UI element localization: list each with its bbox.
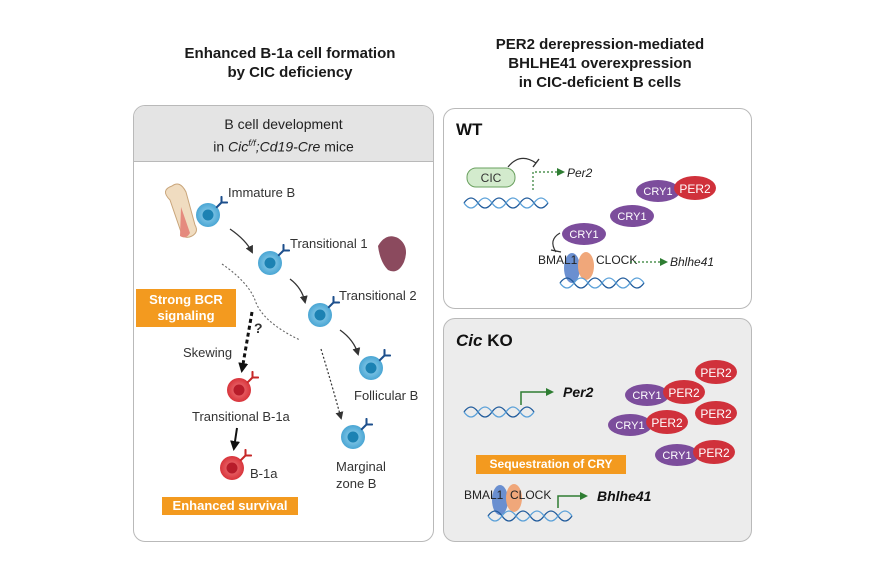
wt-cry1-bound: CRY1: [562, 223, 606, 245]
sequestration-badge: Sequestration of CRY: [476, 455, 626, 474]
arrow-t2-to-marginal: [320, 348, 344, 420]
cell-b1a: [220, 449, 252, 480]
ko-per2-label-c: PER2: [651, 416, 683, 430]
wt-clock-label: CLOCK: [596, 253, 637, 267]
cell-immature-b: [196, 196, 228, 227]
header-prefix: in: [213, 138, 228, 155]
left-title-line1: Enhanced B-1a cell formation: [184, 45, 396, 62]
wt-clock-shape: [578, 252, 594, 280]
wt-per2-gene: Per2: [567, 166, 593, 180]
wt-cry1-label-b: CRY1: [617, 211, 646, 223]
right-title: PER2 derepression-mediated BHLHE41 overe…: [450, 35, 750, 92]
cell-transitional-2: [308, 296, 340, 327]
label-marginal-line2: zone B: [336, 476, 377, 491]
ko-per2-gene: Per2: [563, 384, 594, 400]
arrow-t2-to-follicular: [339, 329, 361, 356]
ko-cry1-label-c: CRY1: [662, 450, 691, 462]
wt-per2-label: PER2: [679, 182, 711, 196]
ko-title-suffix: KO: [482, 331, 513, 350]
per2-dashed-arrow: [532, 168, 565, 190]
spleen-icon: [378, 236, 406, 272]
label-marginal-zone-b: Marginal zone B: [336, 458, 386, 492]
label-question: ?: [254, 320, 263, 336]
bone-icon: [165, 183, 197, 238]
ko-title: Cic KO: [456, 331, 513, 351]
repression-bar: [532, 158, 540, 168]
skewing-boundary: [221, 263, 301, 341]
ko-per2-label-d: PER2: [700, 407, 732, 421]
label-transitional-1: Transitional 1: [290, 236, 368, 251]
right-title-line2: BHLHE41 overexpression: [508, 55, 692, 72]
ko-title-gene: Cic: [456, 331, 483, 350]
label-marginal-line1: Marginal: [336, 459, 386, 474]
panel-header-line2: in Cicf/f;Cd19-Cre mice: [134, 134, 433, 157]
cry1-repression: [552, 232, 561, 253]
wt-bhlhe41-gene: Bhlhe41: [670, 255, 714, 269]
ko-cry1-label-b: CRY1: [615, 420, 644, 432]
ko-cry-per2-complex-2: CRY1 PER2: [608, 410, 688, 436]
label-skewing: Skewing: [183, 345, 233, 360]
enhanced-survival-badge: Enhanced survival: [162, 497, 298, 515]
cic-protein: [466, 167, 516, 188]
ko-dna-1: [463, 406, 535, 418]
strong-bcr-signaling-badge: Strong BCR signaling: [136, 289, 236, 327]
ko-per2-arrow: [520, 388, 554, 405]
wt-cry1-free: CRY1: [610, 205, 654, 227]
left-title: Enhanced B-1a cell formation by CIC defi…: [150, 44, 430, 82]
left-title-line2: by CIC deficiency: [227, 64, 353, 81]
label-transitional-2: Transitional 2: [339, 288, 417, 303]
header-sup: f/f: [248, 138, 256, 148]
arrow-skewing: [238, 311, 254, 373]
arrow-t1-to-t2: [289, 278, 308, 304]
label-follicular-b: Follicular B: [354, 388, 419, 403]
cell-transitional-b1a: [227, 371, 259, 402]
right-title-line1: PER2 derepression-mediated: [495, 36, 705, 53]
cry1-repression-bar: [550, 249, 562, 253]
ko-cry-per2-complex-1: CRY1 PER2: [625, 380, 705, 406]
ko-cry1-label-a: CRY1: [632, 390, 661, 402]
wt-dna-1: [463, 197, 549, 209]
header-gene-cd19: ;Cd19-Cre: [255, 138, 321, 155]
label-transitional-b1a: Transitional B-1a: [192, 409, 290, 424]
cic-repression: [507, 157, 537, 168]
wt-cry1-label-a: CRY1: [643, 186, 672, 198]
ko-bmal1-shape: [492, 485, 508, 515]
ko-per2-label-e: PER2: [698, 446, 730, 460]
wt-bmal1-label: BMAL1: [538, 253, 578, 267]
cell-marginal-zone-b: [341, 418, 373, 449]
cic-label: CIC: [481, 171, 502, 185]
ko-bmal1-label: BMAL1: [464, 488, 504, 502]
arrow-t-b1a-to-b1a: [230, 427, 240, 451]
strong-bcr-line2: signaling: [157, 308, 215, 323]
label-immature-b: Immature B: [228, 185, 296, 200]
wt-cry1-label-c: CRY1: [569, 229, 598, 241]
cell-transitional-1: [258, 244, 290, 275]
ko-per2-free-1: PER2: [695, 360, 737, 384]
ko-per2-free-2: PER2: [695, 401, 737, 425]
right-title-line3: in CIC-deficient B cells: [518, 74, 682, 91]
ko-clock-shape: [506, 484, 522, 512]
ko-dna-2: [487, 510, 573, 522]
ko-per2-label-b: PER2: [700, 366, 732, 380]
ko-bhlhe41-arrow: [557, 492, 588, 508]
wt-title: WT: [456, 120, 483, 139]
ko-per2-label-a: PER2: [668, 386, 700, 400]
ko-cry-per2-complex-3: CRY1 PER2: [655, 440, 735, 466]
header-suffix: mice: [320, 138, 354, 155]
wt-panel: [443, 108, 752, 309]
wt-cry1-per2-complex: CRY1 PER2: [636, 176, 716, 202]
wt-bmal1-shape: [564, 253, 580, 283]
label-b1a: B-1a: [250, 466, 278, 481]
cell-follicular-b: [359, 349, 391, 380]
ko-clock-label: CLOCK: [510, 488, 551, 502]
strong-bcr-line1: Strong BCR: [149, 292, 223, 307]
wt-dna-2: [559, 277, 645, 289]
header-gene-cic: Cic: [228, 138, 249, 155]
ko-bhlhe41-gene: Bhlhe41: [597, 488, 652, 504]
panel-header: B cell development in Cicf/f;Cd19-Cre mi…: [134, 106, 433, 162]
panel-header-line1: B cell development: [224, 116, 343, 132]
arrow-immature-to-t1: [229, 228, 253, 254]
